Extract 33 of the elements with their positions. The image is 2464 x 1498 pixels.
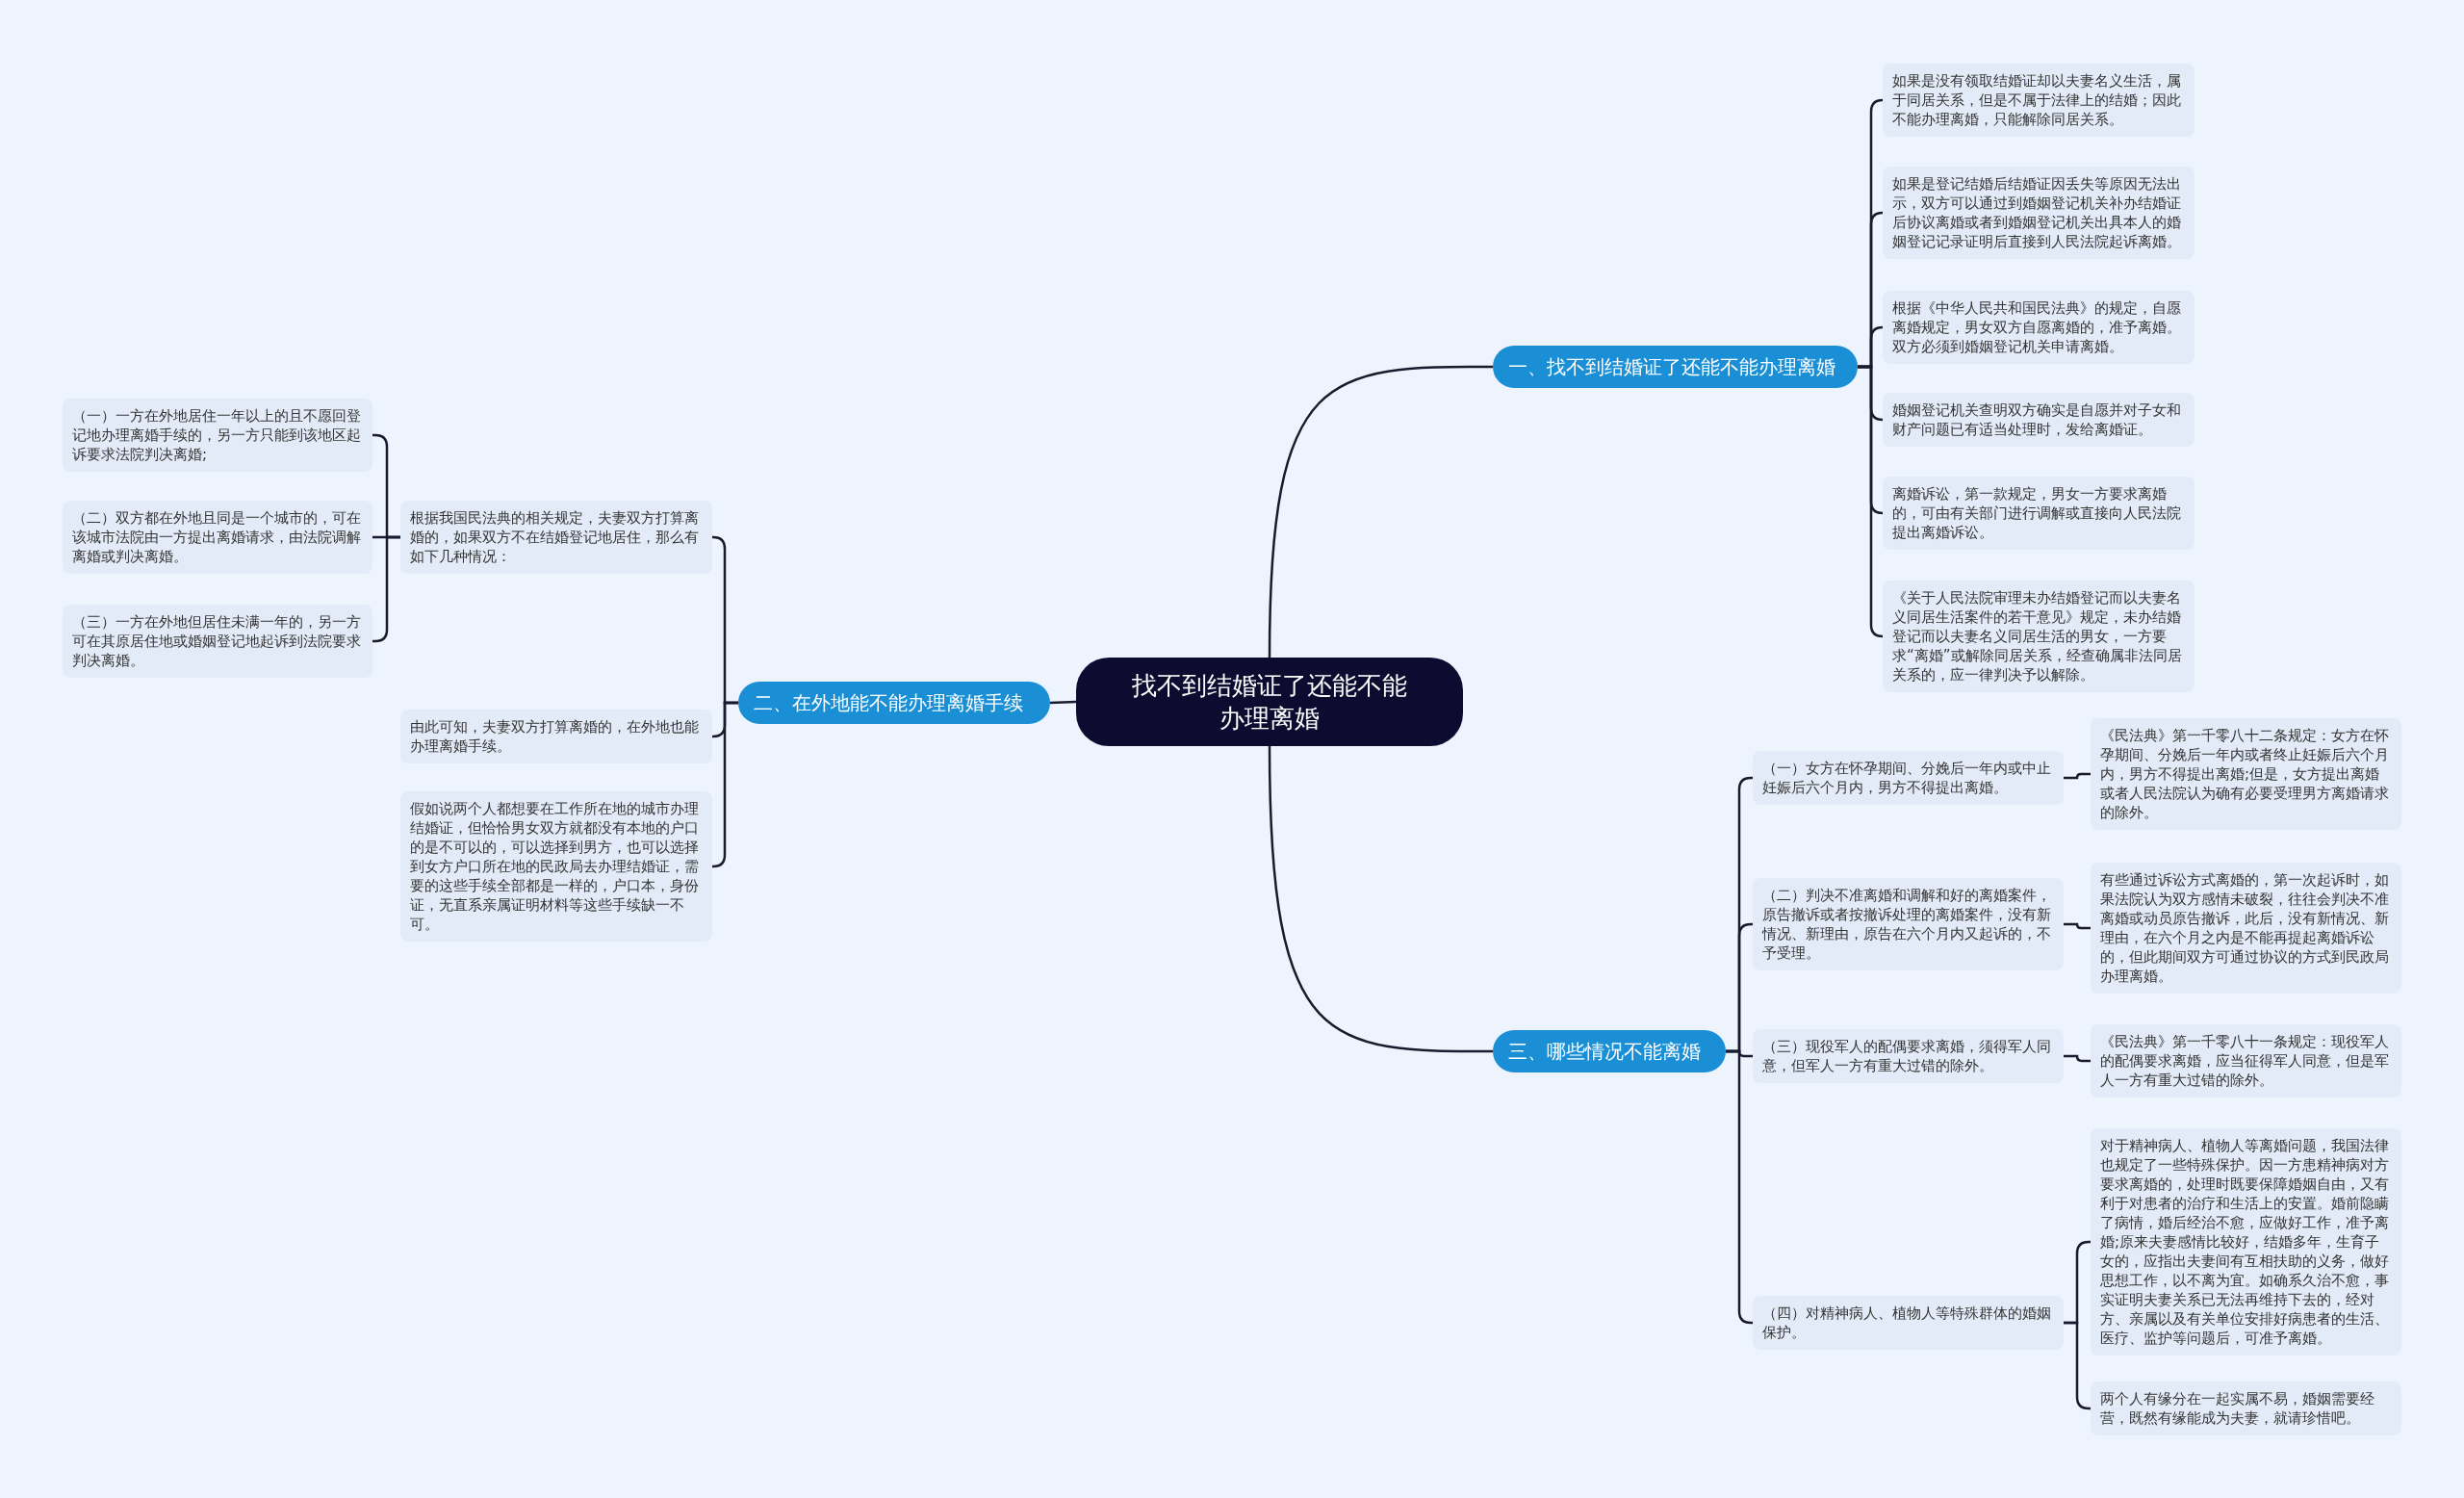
text-box: 假如说两个人都想要在工作所在地的城市办理结婚证，但恰恰男女双方就都没有本地的户口的是不可以的，可以选择到男方，也可以选择到女方户口所在地的民政局去办理结婚证，需要的这些手续全部都是一样的，户口本，身份证，无直系亲属证明材料等这些手续缺一不可。 xyxy=(400,791,712,942)
text-box: （二）双方都在外地且同是一个城市的，可在该城市法院由一方提出离婚请求，由法院调解离婚或判决离婚。 xyxy=(63,501,372,574)
text-box: （一）一方在外地居住一年以上的且不愿回登记地办理离婚手续的，另一方只能到该地区起诉要求法院判决离婚; xyxy=(63,399,372,472)
branch-topic: 三、哪些情况不能离婚 xyxy=(1493,1030,1726,1072)
text-box: 根据我国民法典的相关规定，夫妻双方打算离婚的，如果双方不在结婚登记地居住，那么有如下几种情况： xyxy=(400,501,712,574)
connector-line xyxy=(2064,1054,2091,1063)
connector-line xyxy=(2064,772,2091,780)
branch-topic: 二、在外地能不能办理离婚手续 xyxy=(738,682,1050,724)
branch-topic: 一、找不到结婚证了还能不能办理离婚 xyxy=(1493,346,1858,388)
text-box: 婚姻登记机关查明双方确实是自愿并对子女和财产问题已有适当处理时，发给离婚证。 xyxy=(1883,393,2194,447)
text-box: 《民法典》第一千零八十二条规定：女方在怀孕期间、分娩后一年内或者终止妊娠后六个月内，男方不得提出离婚;但是，女方提出离婚或者人民法院认为确有必要受理男方离婚请求的除外。 xyxy=(2091,718,2401,830)
text-box: 离婚诉讼，第一款规定，男女一方要求离婚的，可由有关部门进行调解或直接向人民法院提出离婚诉讼。 xyxy=(1883,477,2194,550)
text-box: 《民法典》第一千零八十一条规定：现役军人的配偶要求离婚，应当征得军人同意，但是军人一方有重大过错的除外。 xyxy=(2091,1024,2401,1098)
connector-line xyxy=(1268,745,1493,1053)
connector-line xyxy=(2064,922,2091,930)
text-box: （三）现役军人的配偶要求离婚，须得军人同意，但军人一方有重大过错的除外。 xyxy=(1753,1029,2064,1083)
text-box: （二）判决不准离婚和调解和好的离婚案件，原告撤诉或者按撤诉处理的离婚案件，没有新情况、新理由，原告在六个月内又起诉的，不予受理。 xyxy=(1753,878,2064,970)
connector-line xyxy=(711,701,738,868)
text-box: 如果是没有领取结婚证却以夫妻名义生活，属于同居关系，但是不属于法律上的结婚；因此不能办理离婚，只能解除同居关系。 xyxy=(1883,64,2194,137)
text-box: （三）一方在外地但居住未满一年的，另一方可在其原居住地或婚姻登记地起诉到法院要求判决离婚。 xyxy=(63,605,372,678)
text-box: （四）对精神病人、植物人等特殊群体的婚姻保护。 xyxy=(1753,1296,2064,1350)
text-box: 有些通过诉讼方式离婚的，第一次起诉时，如果法院认为双方感情未破裂，往往会判决不准离婚或动员原告撤诉，此后，没有新情况、新理由，在六个月之内是不能再提起离婚诉讼的，但此期间双方可通过协议的方式到民政局办理离婚。 xyxy=(2091,863,2401,994)
connector-line xyxy=(1858,365,1885,638)
text-box: 如果是登记结婚后结婚证因丢失等原因无法出示，双方可以通过到婚姻登记机关补办结婚证后协议离婚或者到婚姻登记机关出具本人的婚姻登记记录证明后直接到人民法院起诉离婚。 xyxy=(1883,167,2194,259)
text-box: 根据《中华人民共和国民法典》的规定，自愿离婚规定，男女双方自愿离婚的，准予离婚。双方必须到婚姻登记机关申请离婚。 xyxy=(1883,291,2194,364)
text-box: 对于精神病人、植物人等离婚问题，我国法律也规定了一些特殊保护。因一方患精神病对方要求离婚的，处理时既要保障婚姻自由，又有利于对患者的治疗和生活上的安置。婚前隐瞒了病情，婚后经治不愈，应做好工作，准予离婚;原来夫妻感情比较好，结婚多年，生育子女的，应指出夫妻间有互相扶助的义务，做好思想工作，以不离为宜。如确系久治不愈，事实证明夫妻关系已无法再维持下去的，经对方、亲属以及有关单位安排好病患者的生活、医疗、监护等问题后，可准予离婚。 xyxy=(2091,1128,2401,1356)
text-box: 由此可知，夫妻双方打算离婚的，在外地也能办理离婚手续。 xyxy=(400,710,712,763)
connector-line xyxy=(1049,700,1077,705)
text-box: （一）女方在怀孕期间、分娩后一年内或中止妊娠后六个月内，男方不得提出离婚。 xyxy=(1753,751,2064,805)
connector-line xyxy=(1268,365,1493,659)
text-box: 两个人有缘分在一起实属不易，婚姻需要经营，既然有缘能成为夫妻，就请珍惜吧。 xyxy=(2091,1382,2401,1435)
text-box: 《关于人民法院审理未办结婚登记而以夫妻名义同居生活案件的若干意见》规定，未办结婚登记而以夫妻名义同居生活的男女，一方要求“离婚”或解除同居关系，经查确属非法同居关系的，应一律判决予以解除。 xyxy=(1883,581,2194,692)
central-topic: 找不到结婚证了还能不能办理离婚 xyxy=(1076,658,1463,746)
